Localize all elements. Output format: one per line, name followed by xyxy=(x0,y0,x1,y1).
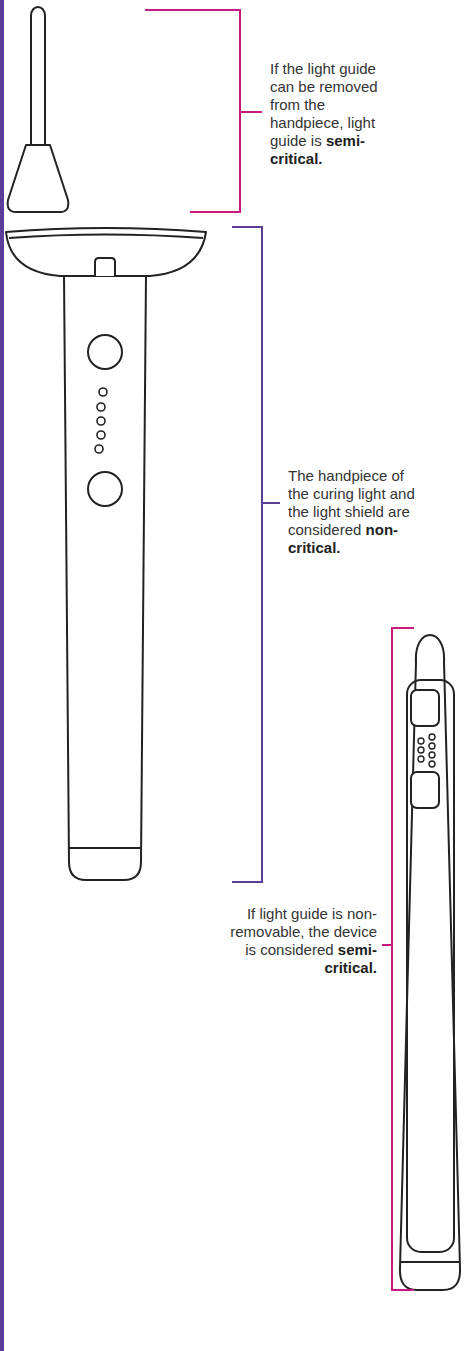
handpiece xyxy=(6,228,206,880)
callout-text: If the light guide can be removed from t… xyxy=(270,60,398,168)
curing-light-panel xyxy=(407,680,454,1252)
curing-light-button xyxy=(411,690,439,726)
handpiece-button xyxy=(88,335,122,369)
light-shield xyxy=(6,228,206,276)
indicator-dots xyxy=(95,388,107,453)
light-guide-rod xyxy=(31,7,45,145)
curing-light xyxy=(400,635,460,1290)
curing-light-body xyxy=(400,635,460,1290)
bracket xyxy=(145,10,262,212)
curing-light-end-band xyxy=(401,1261,459,1263)
curing-light-button xyxy=(411,772,439,808)
handpiece-body xyxy=(64,275,146,880)
callout-text: The handpiece of the curing light and th… xyxy=(288,467,422,557)
light-guide-base xyxy=(8,145,69,212)
light-shield-rim xyxy=(9,235,203,239)
indicator-dots xyxy=(418,734,435,767)
callout-text: If light guide is non-removable, the dev… xyxy=(225,905,377,977)
light-guide xyxy=(8,7,69,212)
handpiece-end-band xyxy=(69,847,141,849)
bracket xyxy=(232,227,280,882)
handpiece-button xyxy=(88,472,122,506)
edge-strip xyxy=(0,0,4,1351)
shield-mount xyxy=(95,258,115,276)
bracket xyxy=(382,628,414,1290)
